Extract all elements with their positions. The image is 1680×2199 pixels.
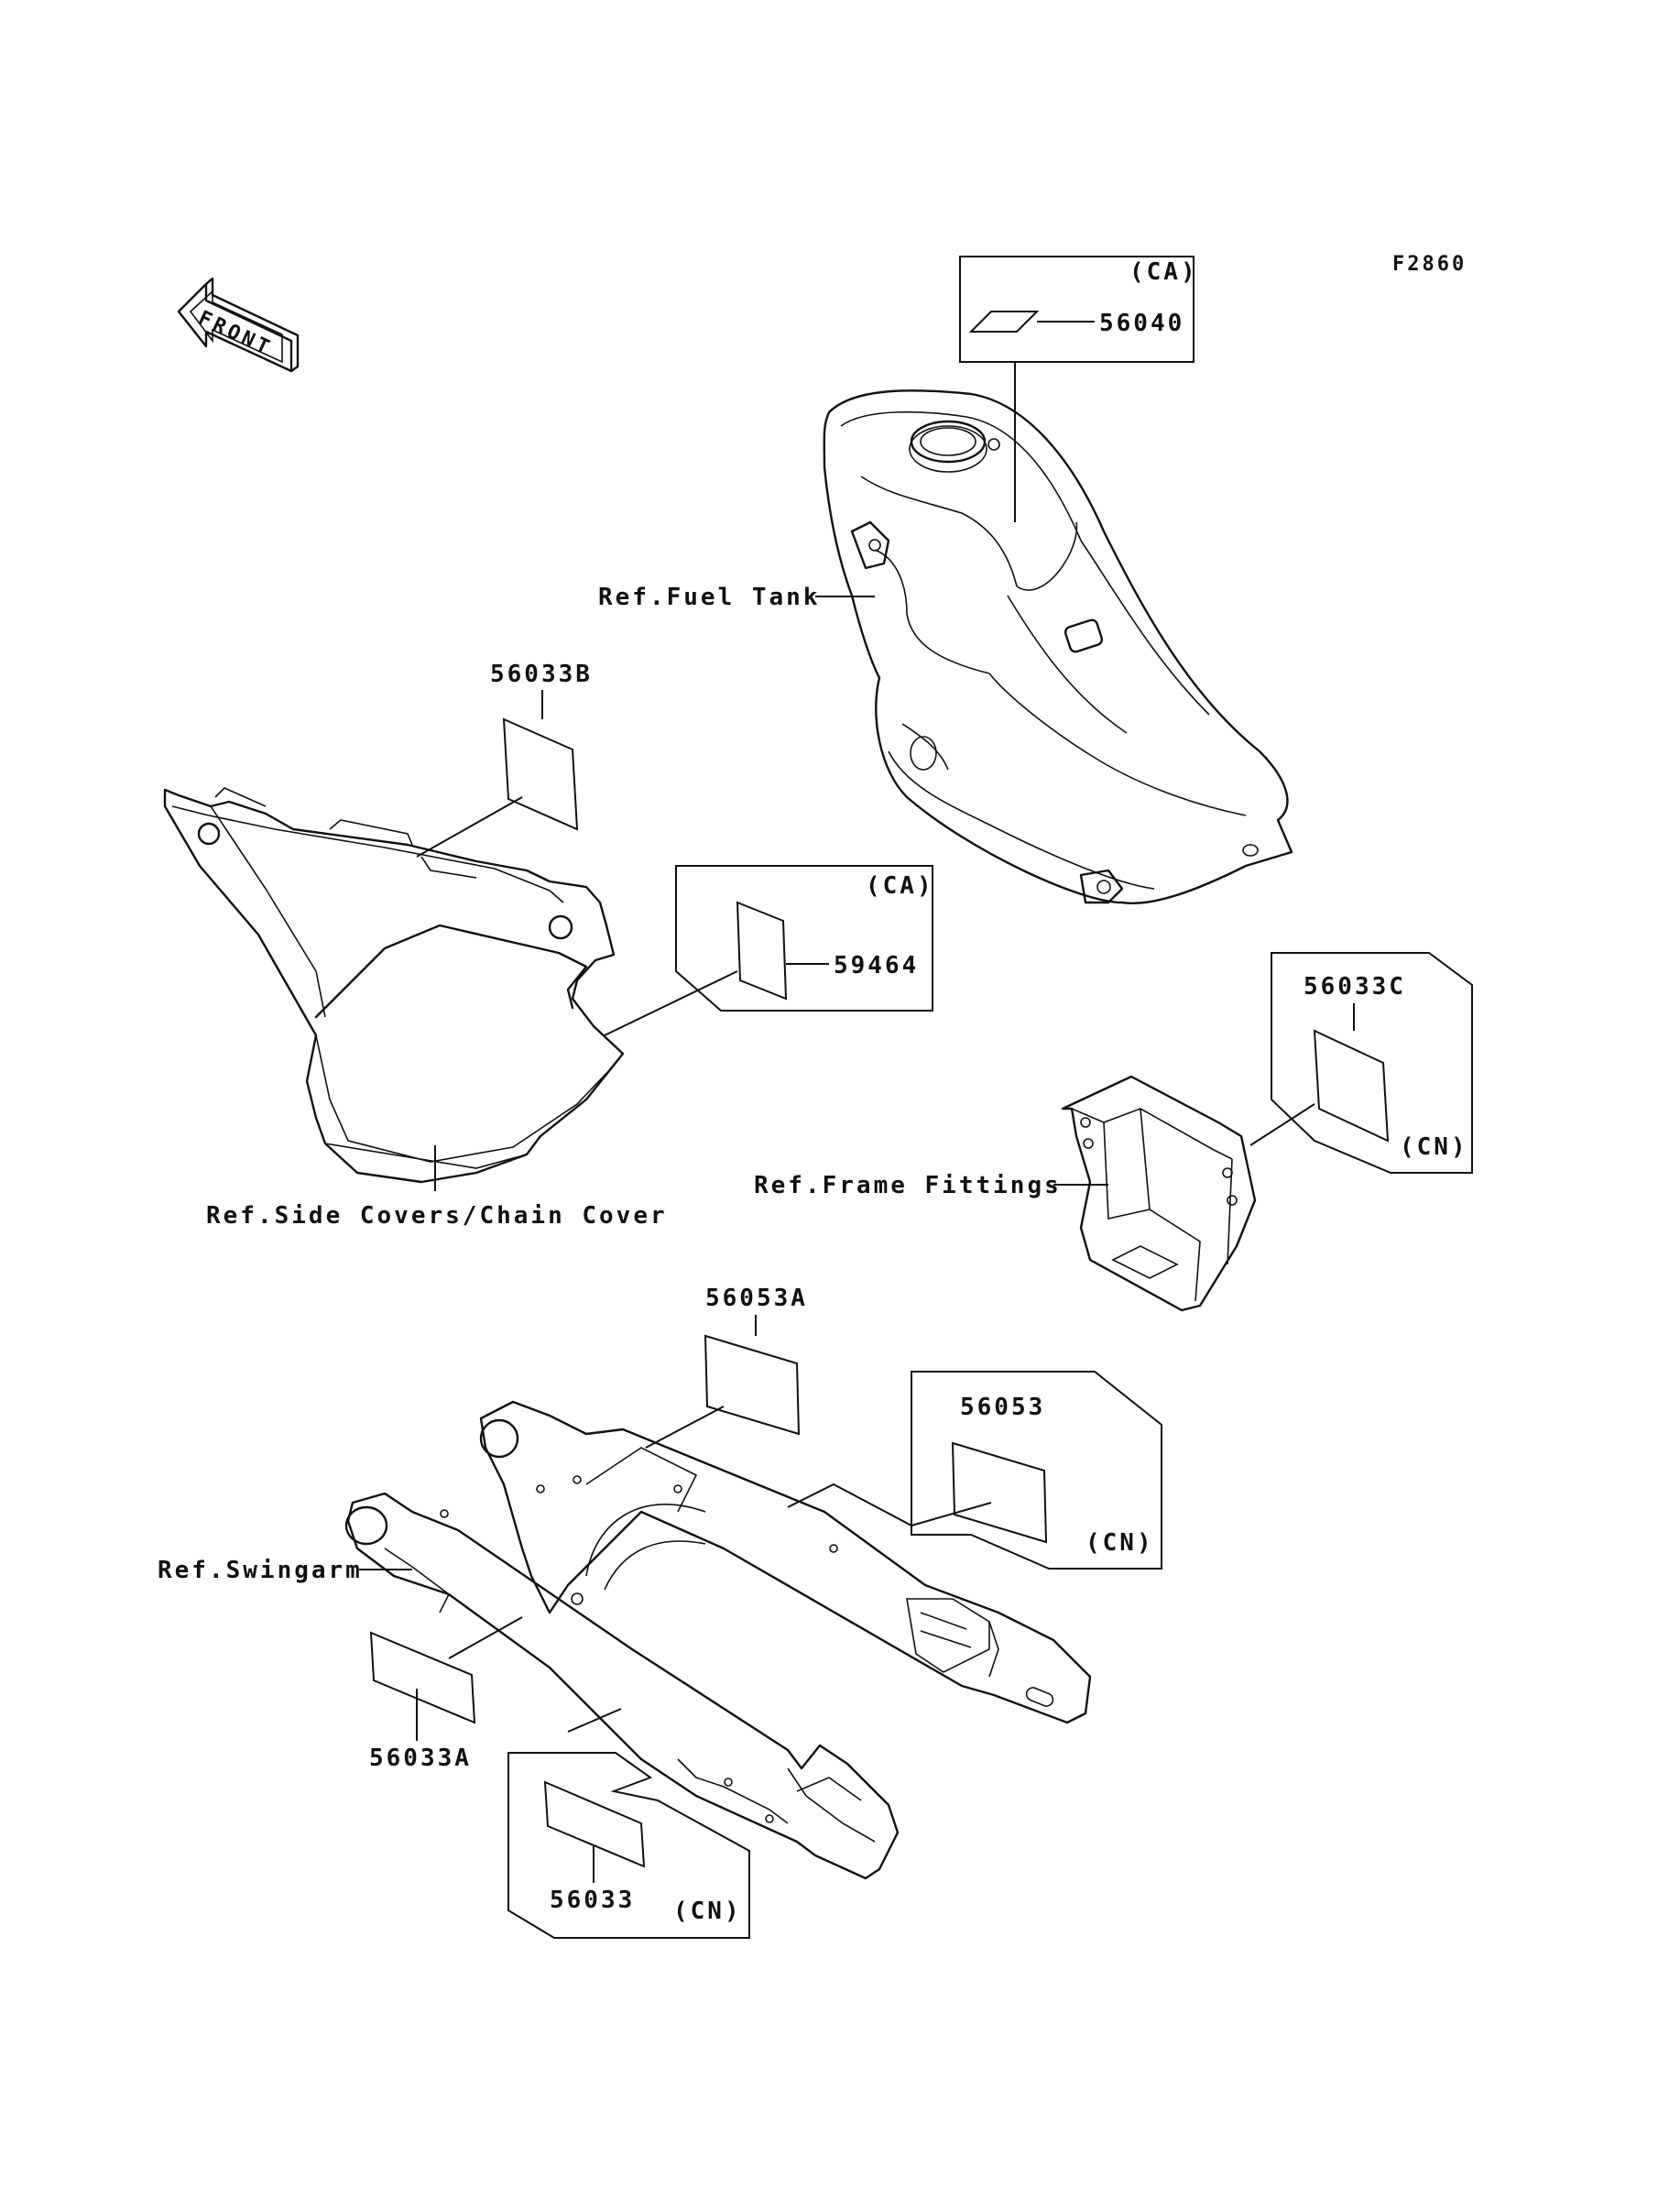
ref-side-covers-text: Ref.Side Covers/Chain Cover xyxy=(206,1202,668,1230)
part-56033-text: 56033 xyxy=(550,1887,635,1914)
part-56033C-text: 56033C xyxy=(1304,973,1406,1001)
part-56033B-text: 56033B xyxy=(490,661,593,688)
swingarm-drawing xyxy=(344,1400,1092,1880)
part-56040-text: 56040 xyxy=(1099,310,1184,337)
cn-frame-text: (CN) xyxy=(1400,1133,1468,1161)
fuel-tank-drawing xyxy=(823,389,1293,904)
side-cover-drawing xyxy=(163,787,625,1184)
ca-side-text: (CA) xyxy=(866,872,934,900)
ca-fuel-text: (CA) xyxy=(1129,258,1198,286)
ref-swingarm-text: Ref.Swingarm xyxy=(158,1557,363,1584)
part-56053-text: 56053 xyxy=(960,1394,1045,1421)
part-56033A-text: 56033A xyxy=(369,1745,472,1772)
part-56053A-text: 56053A xyxy=(705,1285,808,1312)
cn-swingarm-upper-text: (CN) xyxy=(1085,1529,1154,1557)
ref-frame-fittings-text: Ref.Frame Fittings xyxy=(754,1172,1062,1199)
front-arrow-icon: FRONT xyxy=(177,277,300,373)
ref-fuel-tank-text: Ref.Fuel Tank xyxy=(598,584,821,611)
part-59464-text: 59464 xyxy=(834,952,919,979)
frame-fitting-drawing xyxy=(1061,1075,1257,1312)
cn-swingarm-lower-text: (CN) xyxy=(673,1898,742,1925)
figure-code: F2860 xyxy=(1392,253,1467,276)
